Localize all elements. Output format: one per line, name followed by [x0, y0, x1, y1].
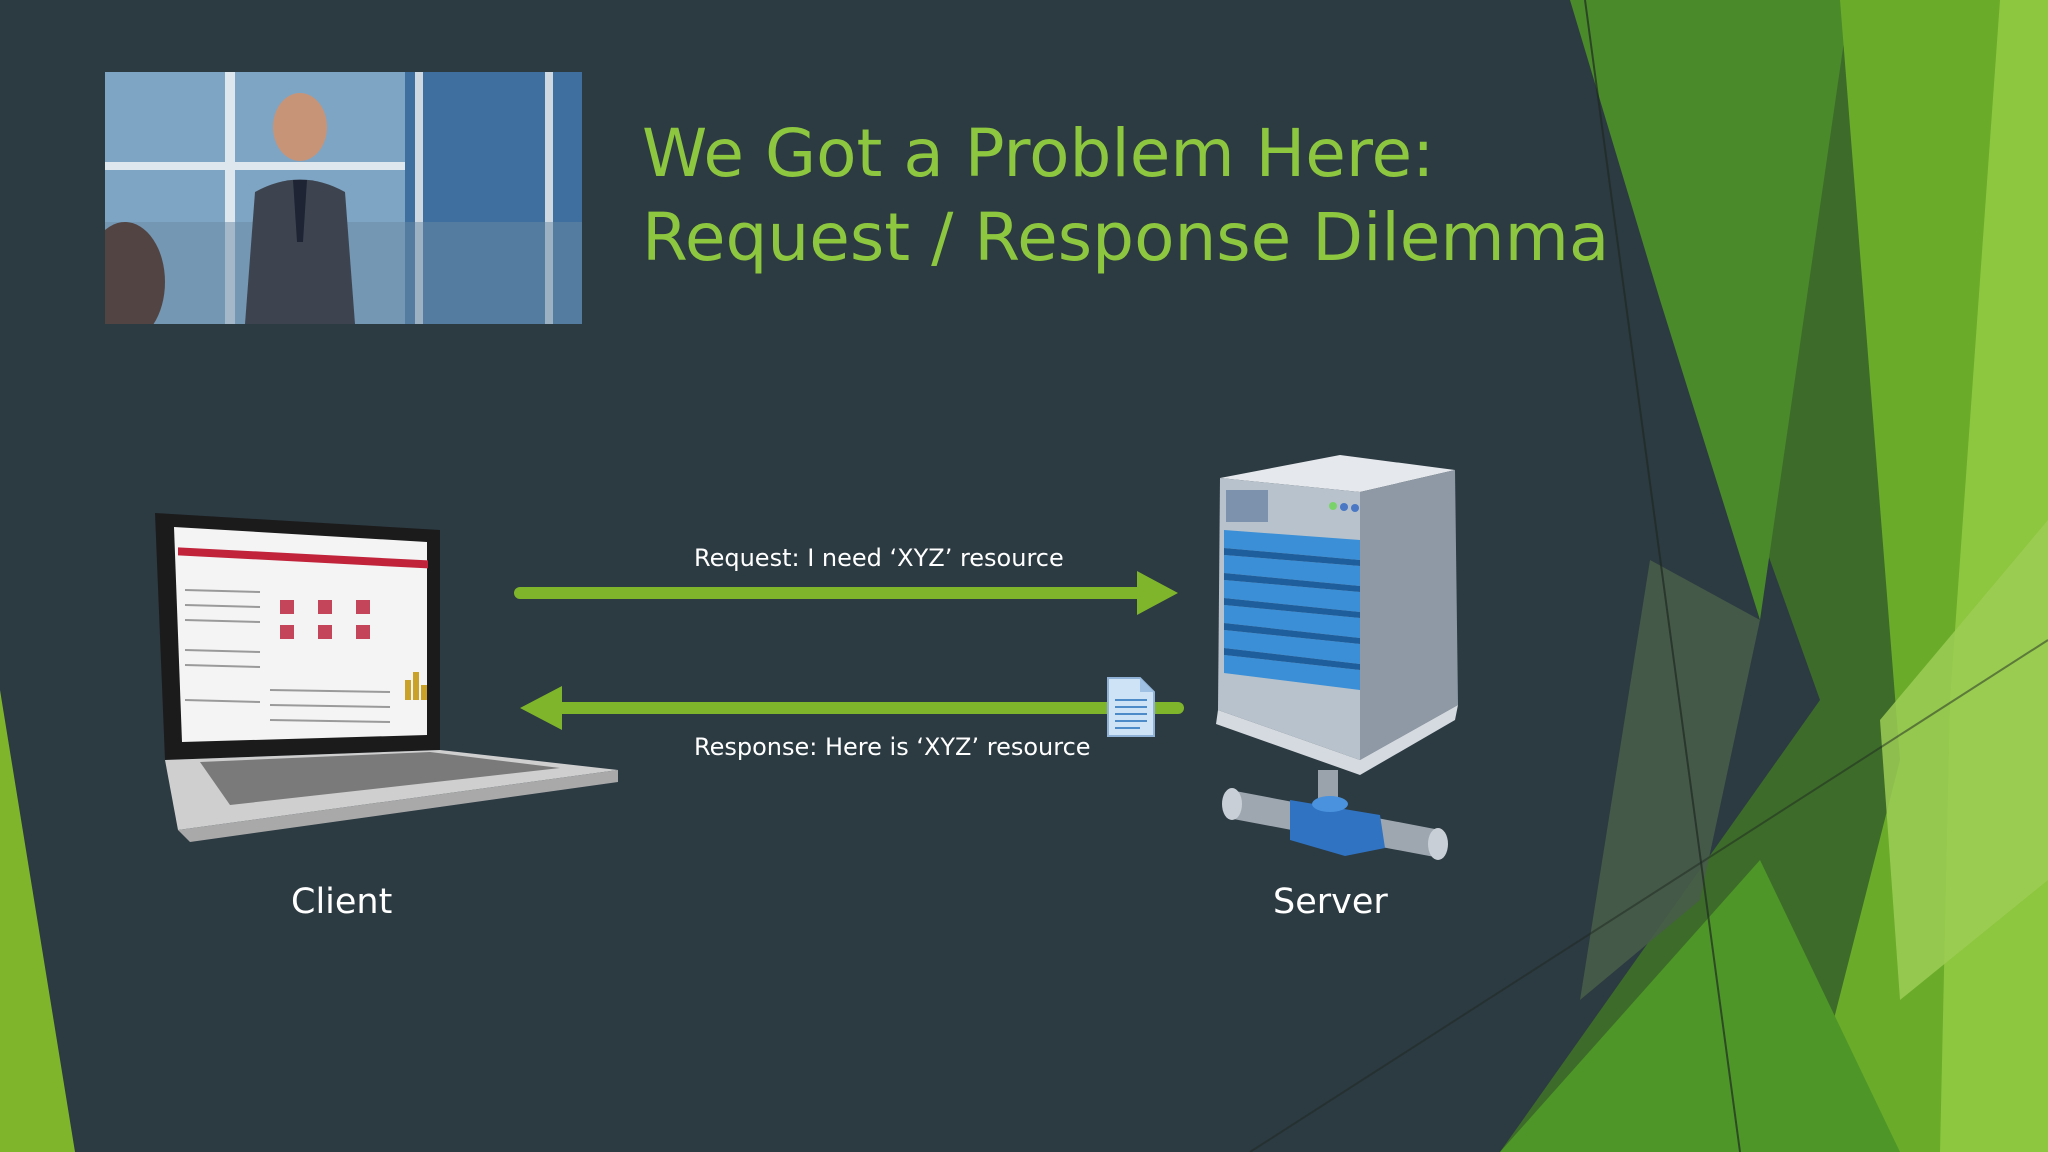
request-label: Request: I need ‘XYZ’ resource	[694, 544, 1064, 572]
right-shape-mid	[1570, 0, 1850, 620]
response-arrow	[520, 686, 1184, 730]
slide-title: We Got a Problem Here: Request / Respons…	[642, 112, 1609, 280]
server-label: Server	[1273, 882, 1388, 922]
left-shape	[0, 690, 75, 1152]
request-arrow	[514, 571, 1178, 615]
right-shape-deep	[1500, 860, 1900, 1152]
client-label: Client	[291, 882, 393, 922]
response-label: Response: Here is ‘XYZ’ resource	[694, 733, 1091, 761]
right-shape-shadow	[1580, 560, 1760, 1000]
document-icon	[1107, 677, 1155, 737]
right-line-2	[1249, 639, 2048, 1152]
right-line-1	[1584, 0, 1741, 1152]
right-shape-pale	[1880, 520, 2048, 1000]
presenter-photo	[105, 72, 582, 324]
title-line-1: We Got a Problem Here:	[642, 115, 1435, 192]
title-line-2: Request / Response Dilemma	[642, 199, 1610, 276]
